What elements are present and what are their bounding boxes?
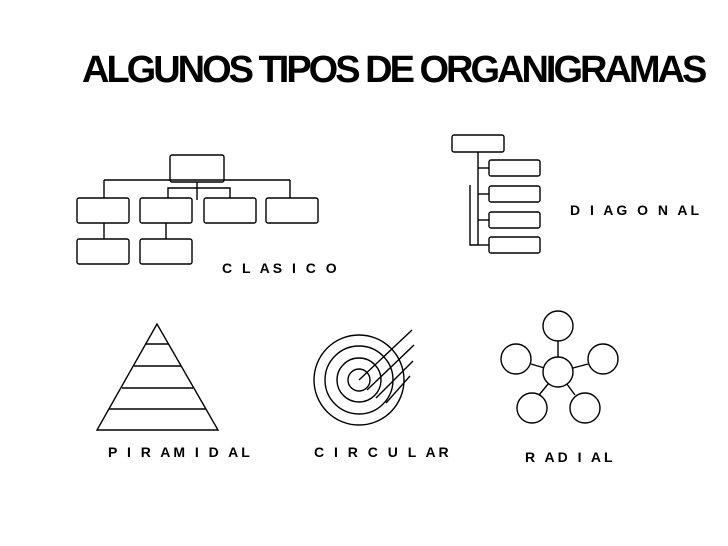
slide-title: ALGUNOS TIPOS DE ORGANIGRAMAS <box>82 49 707 91</box>
radial-node <box>570 393 600 423</box>
classic-connector <box>168 188 230 194</box>
diagonal-org-chart <box>452 135 540 253</box>
classic-box <box>140 239 192 264</box>
radial-node <box>588 344 618 374</box>
diagonal-spine <box>470 185 478 245</box>
classic-box <box>204 198 256 223</box>
radial-node <box>517 393 547 423</box>
pyramid-chart <box>97 324 218 430</box>
radial-node <box>543 311 573 341</box>
circular-ring <box>337 358 381 402</box>
radial-center-node <box>543 357 573 387</box>
radial-node <box>501 344 531 374</box>
circular-ring <box>348 369 370 391</box>
diagonal-box <box>489 186 540 202</box>
circular-ray <box>367 345 414 390</box>
label-clasico: C L AS I C O <box>222 260 340 276</box>
classic-box <box>77 198 129 223</box>
diagonal-box <box>489 160 540 176</box>
classic-org-chart <box>77 155 318 264</box>
diagonal-top-box <box>452 135 504 152</box>
label-diagonal: D I AG O N AL <box>570 202 703 218</box>
classic-box <box>77 239 129 264</box>
radial-chart <box>501 311 618 423</box>
classic-box <box>266 198 318 223</box>
circular-ring <box>314 335 404 425</box>
label-circular: C I R C U L AR <box>314 444 452 460</box>
circular-ray <box>359 330 412 380</box>
diagonal-box <box>489 237 540 253</box>
diagonal-box <box>489 212 540 228</box>
circular-chart <box>314 330 414 425</box>
classic-top-box <box>170 155 224 182</box>
classic-box <box>140 198 192 223</box>
circular-ring <box>325 346 393 414</box>
label-piramidal: P I R AM I D AL <box>108 444 253 460</box>
pyramid-outline <box>97 324 218 430</box>
label-radial: R AD I AL <box>525 449 616 465</box>
circular-ray <box>376 361 413 398</box>
circular-ray <box>386 376 410 403</box>
